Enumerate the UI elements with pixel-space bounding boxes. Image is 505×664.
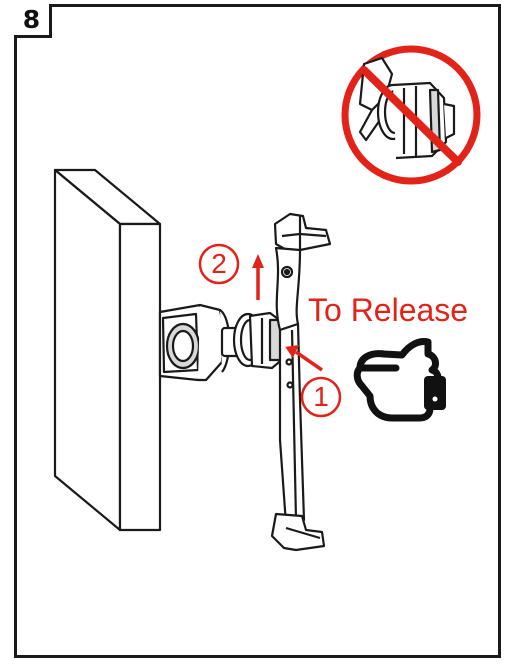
prohibited-sign-icon [341, 45, 481, 185]
mount-arm [158, 303, 292, 382]
hand-cuff [424, 376, 446, 410]
holder-bar [270, 212, 332, 552]
step-2-label: 2 [211, 248, 227, 279]
wall-block [53, 168, 162, 532]
step-1-circle [300, 376, 342, 418]
arrow-up-icon [252, 254, 264, 300]
step-2-circle [198, 243, 240, 285]
release-label: To Release [308, 292, 469, 328]
step-number-badge: 8 [14, 4, 52, 38]
step-1-label: 1 [313, 381, 329, 412]
arrow-press-icon [285, 344, 323, 372]
